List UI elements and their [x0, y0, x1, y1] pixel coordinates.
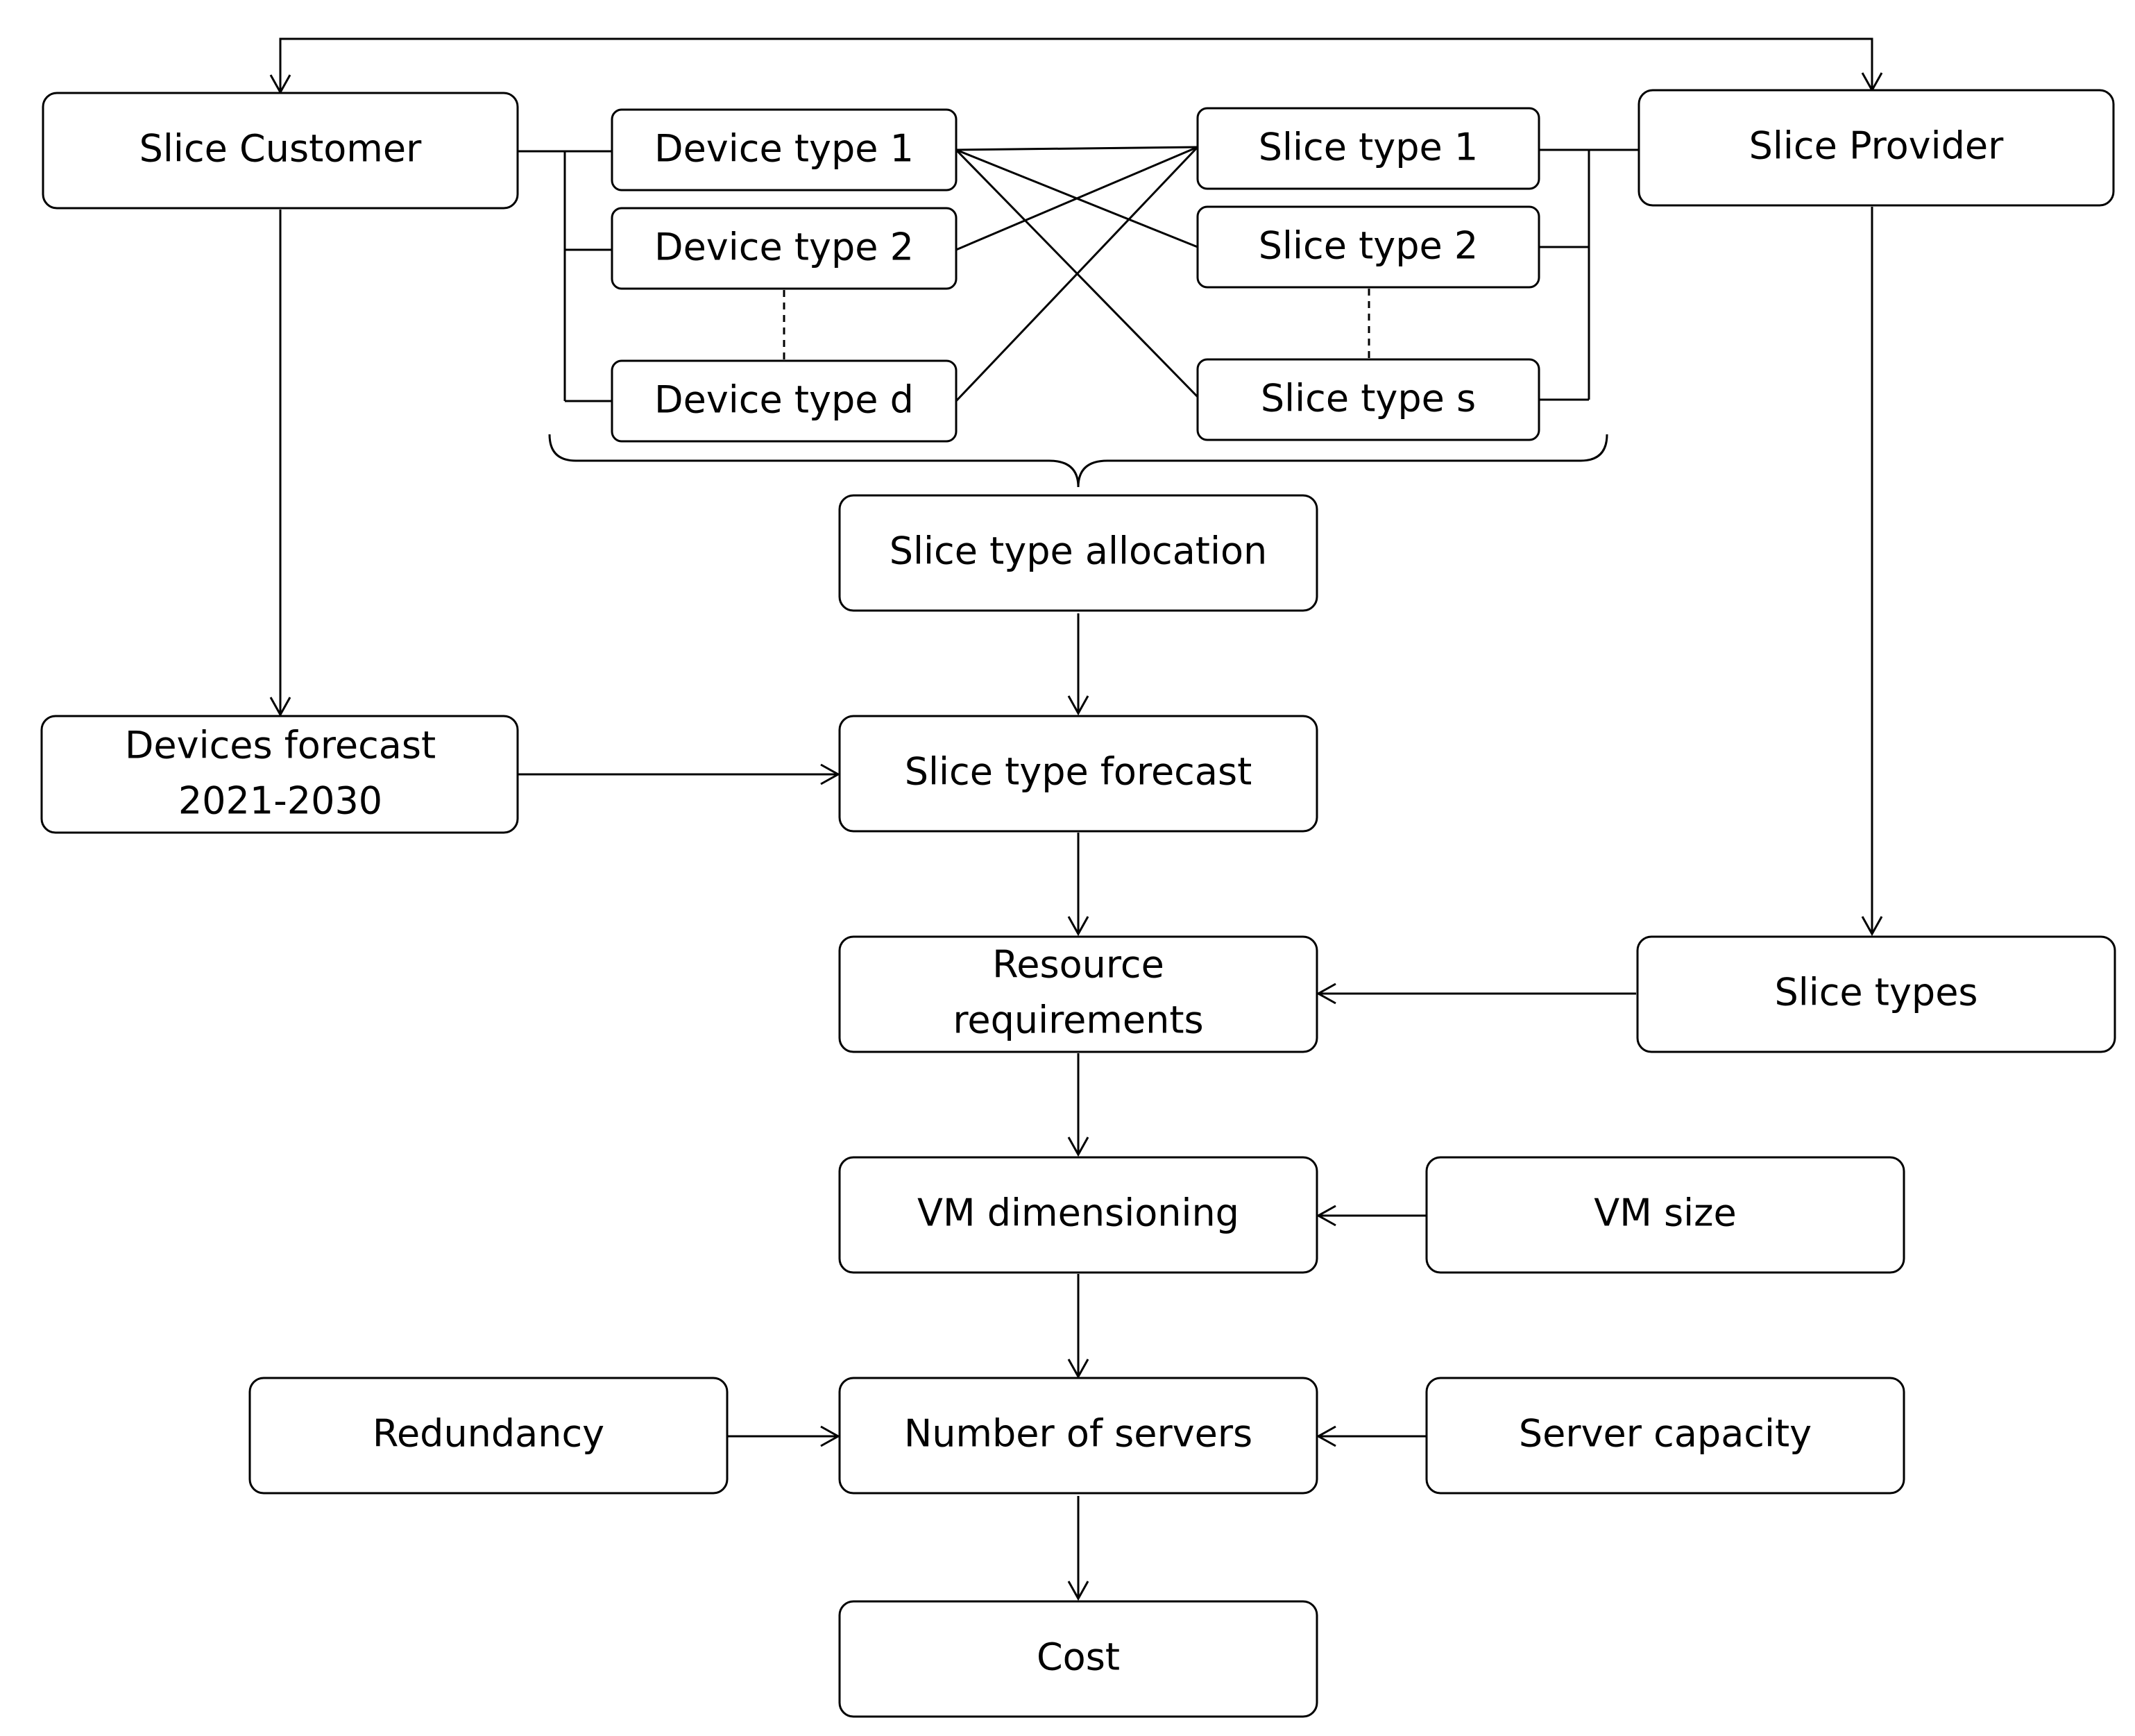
slice-type-s-label: Slice type s: [1261, 377, 1476, 420]
device-type-2-label: Device type 2: [654, 225, 914, 269]
resource-requirements-label-line1: Resource: [992, 943, 1164, 987]
node-slice-provider: Slice Provider: [1638, 89, 2115, 207]
arrowhead-server-capacity-left: [1316, 1425, 1336, 1447]
slice-type-2-label: Slice type 2: [1259, 224, 1479, 268]
node-redundancy: Redundancy: [248, 1377, 729, 1495]
node-device-type-2: Device type 2: [611, 207, 958, 290]
grouping-brace: [548, 434, 1608, 488]
device-type-d-label: Device type d: [654, 378, 914, 422]
device-slice-mapping-lines: [955, 146, 1199, 402]
node-cost: Cost: [838, 1600, 1318, 1718]
device-type-1-label: Device type 1: [654, 127, 914, 171]
arrowhead-to-devices-forecast: [269, 697, 291, 717]
edge-customer-provider-loop: [279, 37, 1873, 92]
node-slice-type-2: Slice type 2: [1196, 205, 1540, 289]
arrowhead-redundancy-right: [820, 1425, 841, 1447]
number-of-servers-label: Number of servers: [904, 1412, 1252, 1456]
devices-forecast-label-line2: 2021-2030: [178, 779, 382, 823]
node-resource-requirements: Resource requirements: [838, 935, 1318, 1053]
node-slice-type-s: Slice type s: [1196, 358, 1540, 441]
arrowhead-to-vm-dimensioning: [1067, 1137, 1089, 1157]
arrowhead-vm-size-left: [1316, 1205, 1336, 1227]
node-slice-type-allocation: Slice type allocation: [838, 494, 1318, 612]
resource-requirements-label-line2: requirements: [953, 998, 1203, 1042]
slice-type-allocation-label: Slice type allocation: [890, 529, 1268, 573]
arrowhead-to-cost: [1067, 1581, 1089, 1601]
arrowhead-to-slice-types: [1861, 916, 1883, 937]
node-slice-customer: Slice Customer: [42, 92, 519, 210]
node-device-type-1: Device type 1: [611, 108, 958, 192]
node-vm-size: VM size: [1425, 1156, 1905, 1274]
node-slice-type-forecast: Slice type forecast: [838, 715, 1318, 833]
node-slice-type-1: Slice type 1: [1196, 107, 1540, 190]
cost-label: Cost: [1037, 1635, 1120, 1679]
arrowhead-to-number-of-servers: [1067, 1359, 1089, 1379]
server-capacity-label: Server capacity: [1519, 1412, 1812, 1456]
arrowhead-devices-forecast-right: [820, 763, 841, 785]
node-server-capacity: Server capacity: [1425, 1377, 1905, 1495]
edge-provider-to-slice-types: [1539, 148, 1639, 401]
slice-type-forecast-label: Slice type forecast: [905, 750, 1252, 794]
vm-size-label: VM size: [1594, 1191, 1736, 1235]
arrowhead-to-slice-type-forecast: [1067, 695, 1089, 716]
slice-types-label: Slice types: [1774, 971, 1977, 1014]
node-devices-forecast: Devices forecast 2021-2030: [40, 715, 519, 834]
devices-forecast-label-line1: Devices forecast: [125, 724, 436, 767]
vm-dimensioning-label: VM dimensioning: [917, 1191, 1239, 1235]
node-number-of-servers: Number of servers: [838, 1377, 1318, 1495]
arrowhead-to-resource-requirements: [1067, 916, 1089, 937]
node-device-type-d: Device type d: [611, 359, 958, 443]
slice-type-1-label: Slice type 1: [1259, 126, 1479, 169]
slice-provider-label: Slice Provider: [1749, 124, 2004, 168]
slice-customer-label: Slice Customer: [139, 127, 422, 171]
node-vm-dimensioning: VM dimensioning: [838, 1156, 1318, 1274]
arrowhead-slice-types-left: [1316, 982, 1336, 1005]
edge-customer-to-device-types: [518, 150, 612, 402]
node-slice-types: Slice types: [1636, 935, 2116, 1053]
redundancy-label: Redundancy: [373, 1412, 604, 1456]
